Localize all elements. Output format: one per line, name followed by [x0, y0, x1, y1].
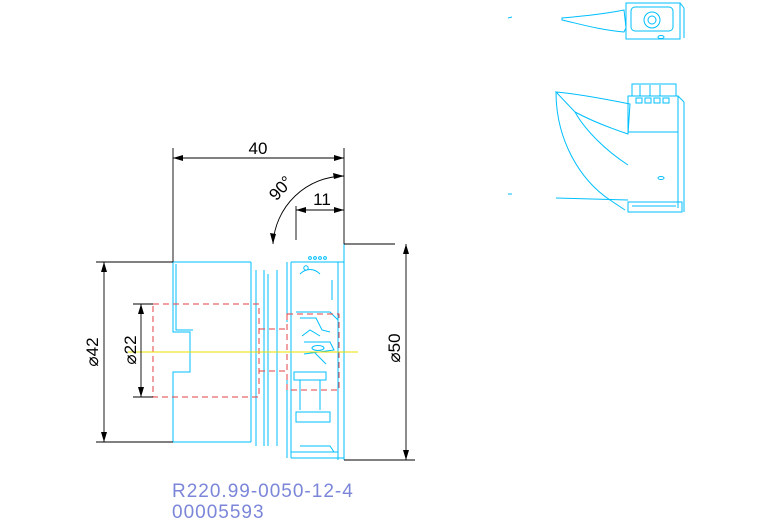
isometric-view-top	[507, 2, 685, 40]
dimension-arrows	[101, 155, 409, 460]
isometric-view-bottom	[508, 83, 685, 213]
dimension-lines	[96, 148, 415, 461]
dim-11: 11	[313, 190, 331, 209]
dim-40: 40	[249, 139, 268, 158]
part-number: R220.99-0050-12-4	[172, 481, 354, 502]
dim-diameter-50: ⌀50	[385, 333, 404, 362]
part-code: 00005593	[172, 502, 265, 523]
dim-diameter-22: ⌀22	[121, 335, 140, 364]
dim-diameter-42: ⌀42	[83, 337, 102, 366]
part-outline-right	[291, 244, 345, 460]
part-outline-left	[172, 261, 292, 458]
